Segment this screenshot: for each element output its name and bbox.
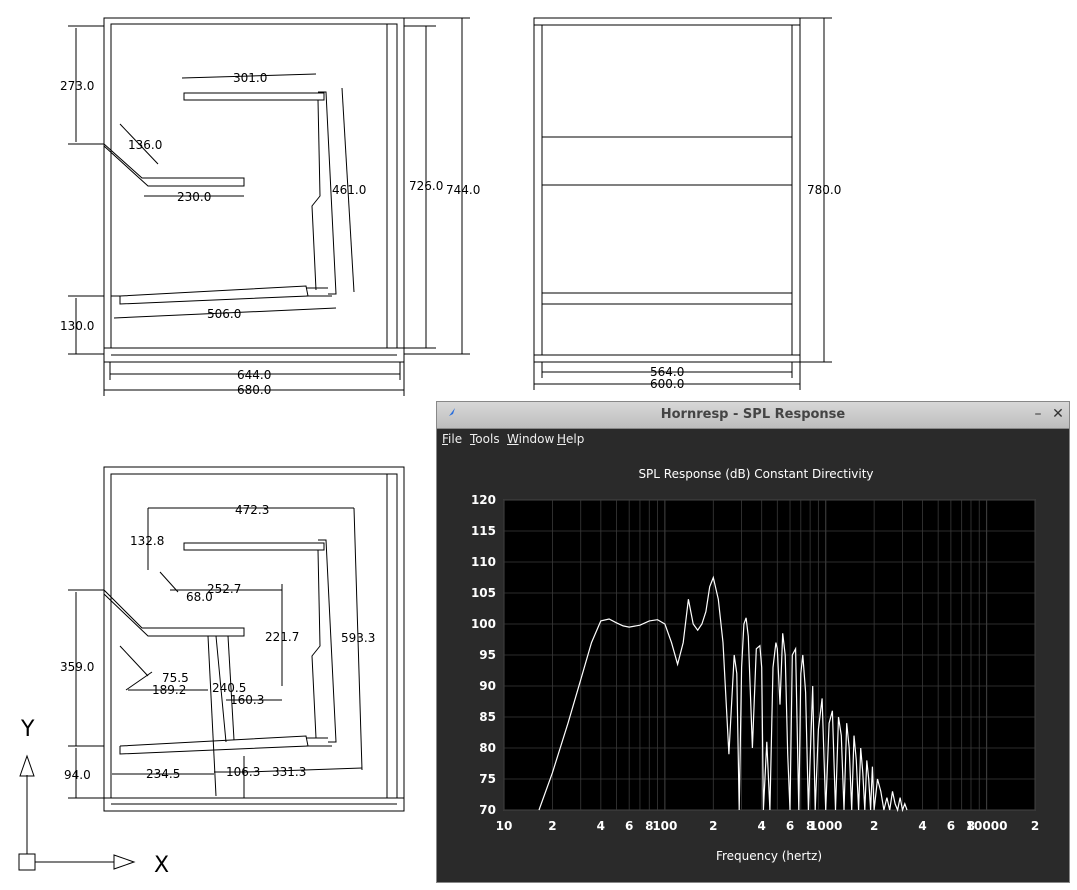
dim-221: 221.7: [265, 630, 299, 644]
dim-240: 240.5: [212, 681, 246, 695]
dim-106: 106.3: [226, 765, 260, 779]
dim-780: 780.0: [807, 183, 841, 197]
y-tick-label: 75: [479, 772, 496, 786]
x-tick-label: 6: [625, 819, 633, 833]
dim-680: 680.0: [237, 383, 271, 397]
menu-window[interactable]: Window: [507, 432, 555, 446]
x-tick-label: 8: [645, 819, 653, 833]
y-tick-labels: 120 115 110 105 100 95 90 85 80 75 70: [471, 493, 496, 817]
y-tick-label: 85: [479, 710, 496, 724]
dim-472: 472.3: [235, 503, 269, 517]
dim-461: 461.0: [332, 183, 366, 197]
x-tick-label: 6: [947, 819, 955, 833]
app-feather-icon: [446, 408, 455, 420]
dim-68: 68.0: [186, 590, 213, 604]
axis-y-label: Y: [20, 717, 35, 742]
x-tick-label: 10000: [966, 819, 1008, 833]
dim-506: 506.0: [207, 307, 241, 321]
grid-lines: [503, 499, 1036, 811]
drawing-top-left: [68, 17, 470, 396]
x-tick-label: 4: [597, 819, 605, 833]
y-tick-label: 120: [471, 493, 496, 507]
drawing-bottom-left: [68, 466, 405, 812]
x-tick-label: 1000: [809, 819, 842, 833]
series-group: [538, 575, 908, 813]
y-tick-label: 115: [471, 524, 496, 538]
spl-response-window: Hornresp - SPL Response – ✕ File Tools W…: [436, 401, 1070, 883]
dim-593: 593.3: [341, 631, 375, 645]
spl-series-line: [538, 575, 908, 813]
dim-359: 359.0: [60, 660, 94, 674]
x-tick-label: 2: [548, 819, 556, 833]
x-tick-label: 8: [806, 819, 814, 833]
x-tick-label: 4: [758, 819, 766, 833]
dim-189: 189.2: [152, 683, 186, 697]
y-tick-label: 105: [471, 586, 496, 600]
dim-301: 301.0: [233, 71, 267, 85]
dim-331: 331.3: [272, 765, 306, 779]
x-tick-label: 6: [786, 819, 794, 833]
dim-600: 600.0: [650, 377, 684, 391]
menu-bar: File Tools Window Help: [437, 429, 1069, 451]
menu-tools[interactable]: Tools: [470, 432, 500, 446]
dim-230: 230.0: [177, 190, 211, 204]
x-tick-label: 2: [870, 819, 878, 833]
y-tick-label: 90: [479, 679, 496, 693]
x-tick-label: 4: [918, 819, 926, 833]
dim-644: 644.0: [237, 368, 271, 382]
y-tick-label: 70: [479, 803, 496, 817]
ucs-axis-icon: [18, 754, 136, 871]
dim-234: 234.5: [146, 767, 180, 781]
dim-726: 726.0: [409, 179, 443, 193]
dim-160: 160.3: [230, 693, 264, 707]
menu-file[interactable]: File: [442, 432, 463, 446]
window-title: Hornresp - SPL Response: [660, 407, 846, 422]
x-tick-label: 100: [652, 819, 677, 833]
dim-744: 744.0: [446, 183, 480, 197]
dim-564: 564.0: [650, 365, 684, 379]
title-bar[interactable]: Hornresp - SPL Response – ✕: [437, 402, 1069, 429]
drawing-top-right: [533, 17, 832, 390]
dim-273: 273.0: [60, 79, 94, 93]
close-button[interactable]: ✕: [1052, 406, 1064, 422]
menu-help[interactable]: Help: [557, 432, 585, 446]
dim-252: 252.7: [207, 582, 241, 596]
axis-x-label: X: [154, 853, 169, 878]
y-tick-label: 110: [471, 555, 496, 569]
chart-title: SPL Response (dB) Constant Directivity: [638, 467, 873, 481]
x-tick-label: 10: [496, 819, 513, 833]
y-tick-label: 100: [471, 617, 496, 631]
y-tick-label: 95: [479, 648, 496, 662]
dim-94: 94.0: [64, 768, 91, 782]
x-tick-label: 8: [967, 819, 975, 833]
x-tick-label: 2: [709, 819, 717, 833]
dim-136: 136.0: [128, 138, 162, 152]
dim-75: 75.5: [162, 671, 189, 685]
minimize-button[interactable]: –: [1034, 406, 1042, 422]
dim-132: 132.8: [130, 534, 164, 548]
dim-130: 130.0: [60, 319, 94, 333]
x-tick-label: 2: [1031, 819, 1039, 833]
spl-chart: SPL Response (dB) Constant Directivity 1…: [471, 467, 1040, 863]
y-tick-label: 80: [479, 741, 496, 755]
x-axis-label: Frequency (hertz): [716, 849, 822, 863]
